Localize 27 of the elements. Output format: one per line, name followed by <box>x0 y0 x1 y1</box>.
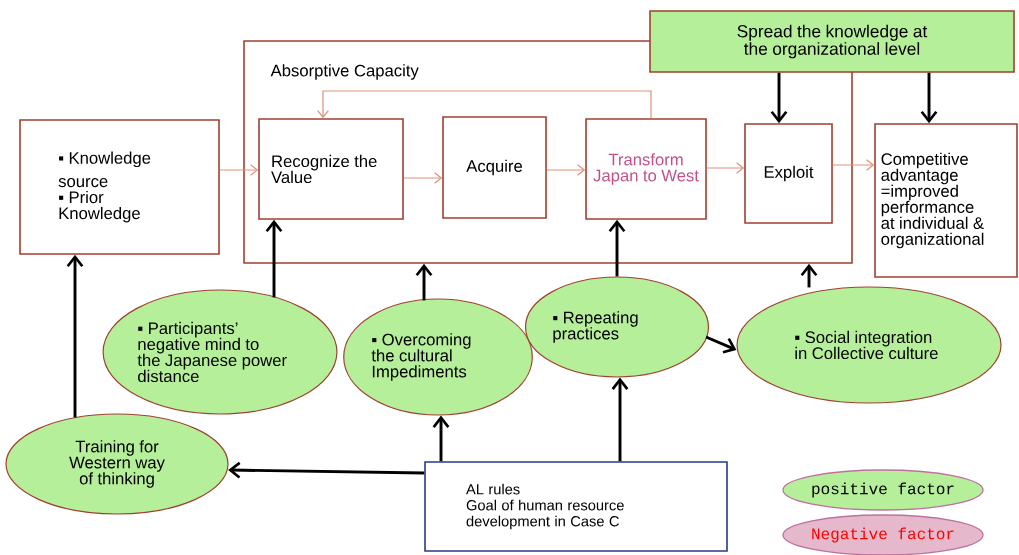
arrow <box>608 219 626 277</box>
arrow <box>920 72 938 124</box>
arrow <box>228 461 425 479</box>
arrow <box>546 164 586 176</box>
arrow <box>770 72 788 124</box>
process-box: Acquire <box>442 116 547 219</box>
arrow <box>219 164 259 176</box>
arrow <box>706 162 745 174</box>
rules-box: AL rules Goal of human resource development in Case C <box>424 461 728 552</box>
legend-text: Negative factor <box>812 527 954 543</box>
result-box: Competitive advantage =improved performance at individual & organizational <box>874 123 1018 278</box>
arrow <box>265 219 283 298</box>
arrow <box>403 172 443 184</box>
arrow <box>611 377 629 462</box>
process-box: Recognize the Value <box>258 118 404 220</box>
arrow <box>832 159 875 171</box>
arrow <box>317 90 652 119</box>
source-box: ▪ Knowledge source ▪ Prior Knowledge <box>19 119 220 255</box>
arrow <box>415 263 433 301</box>
arrow <box>705 335 737 354</box>
process-box: Exploit <box>744 123 833 224</box>
arrow <box>800 263 818 288</box>
arrow <box>432 415 450 462</box>
legend-text: positive factor <box>812 482 954 498</box>
process-box: Transform Japan to West <box>585 118 707 220</box>
arrow <box>66 254 84 418</box>
banner-box: Spread the knowledge at the organizational level <box>649 10 1015 73</box>
